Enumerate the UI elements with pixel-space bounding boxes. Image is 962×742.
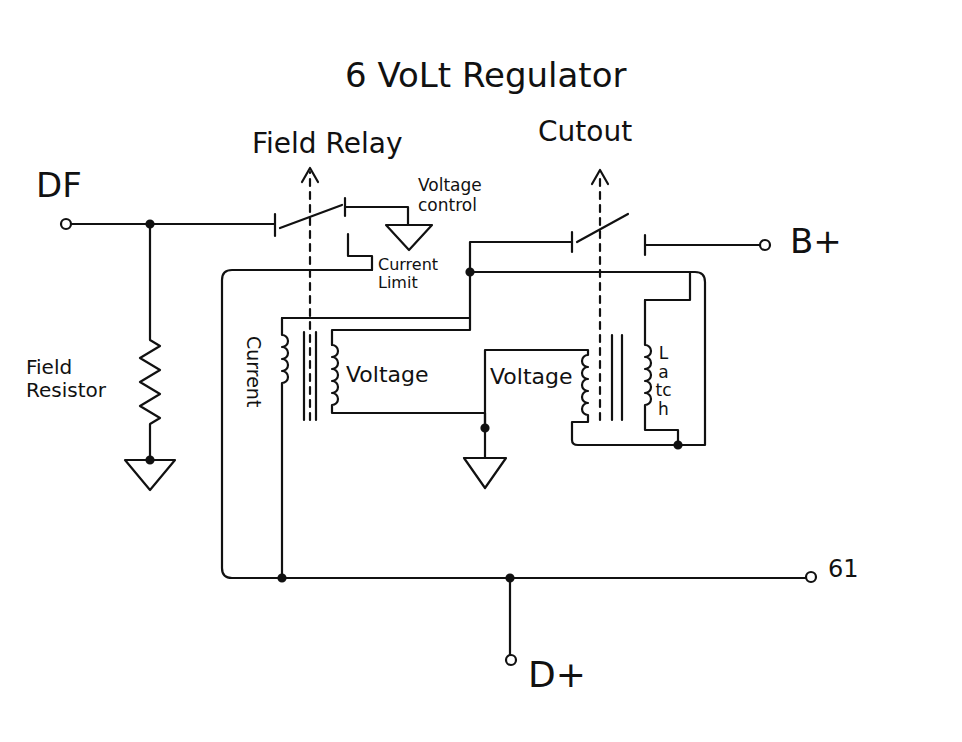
terminal-name: 61 <box>828 556 859 584</box>
wire <box>645 244 760 246</box>
terminal-name: DF <box>36 166 82 205</box>
coil <box>332 345 485 458</box>
wire <box>645 272 690 300</box>
junction-dot <box>675 442 682 449</box>
switch-arm <box>577 214 628 242</box>
relay-name: Cutout <box>538 116 632 148</box>
arrowhead <box>592 170 608 184</box>
junction-dot <box>279 575 286 582</box>
terminal <box>760 240 770 250</box>
wire <box>222 270 806 578</box>
terminal <box>61 219 71 229</box>
arrowhead <box>302 168 318 182</box>
coil-name: Current <box>242 336 264 407</box>
coil-name: Latch <box>655 344 672 419</box>
coil <box>470 272 705 445</box>
relay-name: Field Relay <box>252 128 402 160</box>
terminal <box>806 572 816 582</box>
part-name: Field Resistor <box>26 356 126 402</box>
contact <box>348 234 372 270</box>
wire <box>345 207 408 225</box>
contact-name: Current Limit <box>378 256 448 293</box>
coil <box>645 300 678 445</box>
title: 6 VoLt Regulator <box>345 56 626 95</box>
wire <box>470 242 572 272</box>
terminal <box>506 655 516 665</box>
wire <box>282 317 470 319</box>
actuator-line <box>309 172 311 420</box>
coil-name: Voltage <box>490 364 573 389</box>
contact-name: Voltage control <box>418 176 490 215</box>
contact <box>274 214 276 236</box>
wire <box>509 578 511 655</box>
resistor-symbol <box>140 224 160 458</box>
ground-symbol <box>464 458 506 488</box>
ground-symbol <box>125 460 175 490</box>
terminal-name: B+ <box>790 222 842 261</box>
coil <box>282 318 288 578</box>
actuator-line <box>599 174 601 420</box>
iron-core <box>304 332 316 420</box>
iron-core <box>612 335 622 420</box>
coil-name: Voltage <box>346 362 429 387</box>
terminal-name: D+ <box>528 654 586 695</box>
ground-symbol <box>386 225 432 250</box>
wire <box>71 223 275 225</box>
contact <box>571 232 573 252</box>
